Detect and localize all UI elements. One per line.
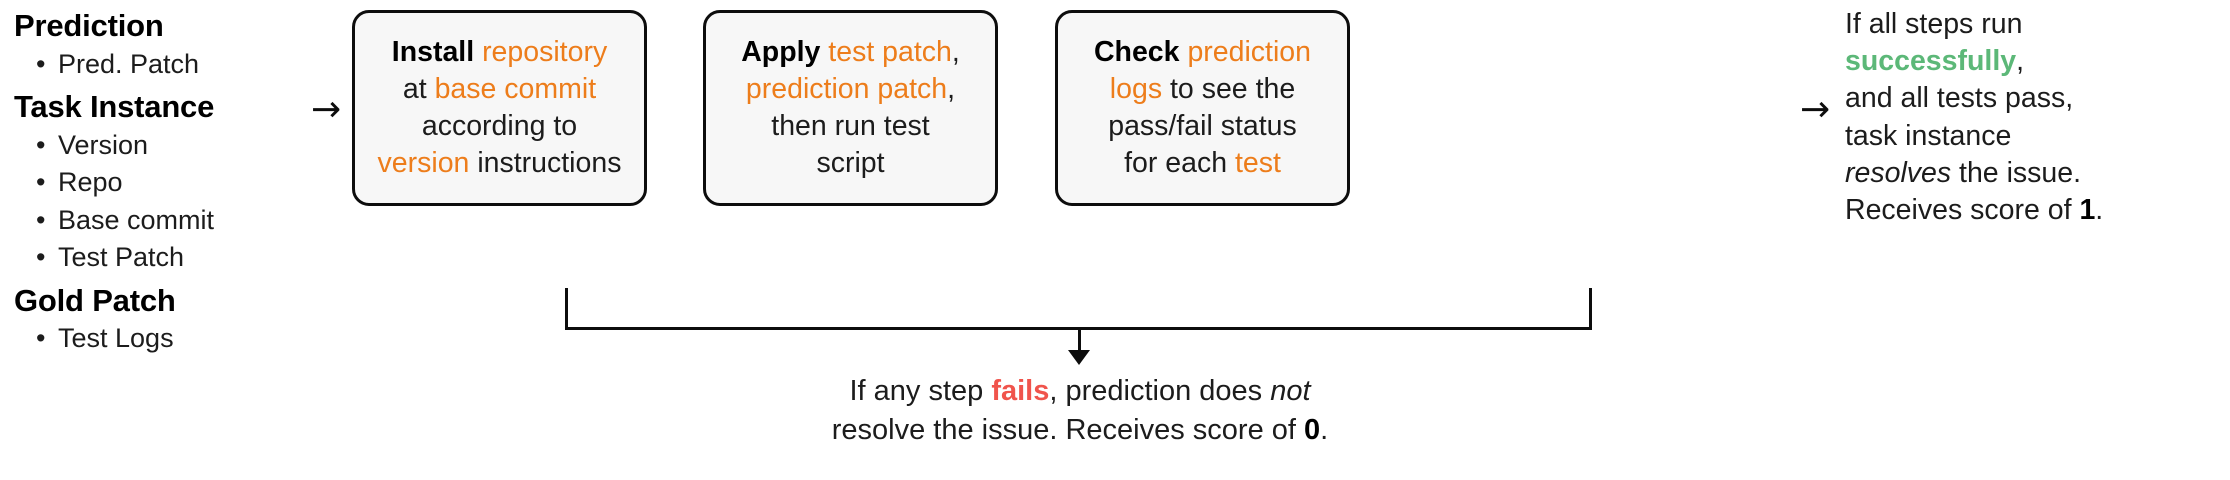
- input-item-label: Version: [58, 129, 149, 160]
- step-line: script: [741, 145, 960, 182]
- text-segment: at: [402, 72, 435, 105]
- step-line: at base commit: [378, 71, 622, 108]
- text-segment: task instance: [1845, 119, 2012, 152]
- step-line: version instructions: [378, 145, 622, 182]
- step-line: for each test: [1094, 145, 1311, 182]
- input-group-title: Prediction: [14, 8, 164, 43]
- arrow-down-icon-failure: [1068, 350, 1090, 365]
- text-segment: instructions: [469, 147, 622, 180]
- text-segment: not: [1270, 375, 1311, 407]
- input-group-item: • Repo: [14, 165, 314, 200]
- text-segment: test patch: [828, 35, 952, 68]
- arrow-right-icon-inputs-to-step-1: →: [311, 89, 342, 130]
- text-segment: .: [1320, 413, 1329, 446]
- text-segment: ,: [951, 35, 960, 68]
- input-item-label: Pred. Patch: [58, 48, 200, 79]
- step-line: according to: [378, 108, 622, 145]
- input-group-item: • Test Logs: [14, 321, 314, 356]
- text-segment: , prediction does: [1049, 375, 1271, 407]
- input-group-item: • Base commit: [14, 203, 314, 238]
- text-segment: ,: [2016, 45, 2025, 78]
- text-segment: fails: [991, 375, 1050, 407]
- text-segment: If all steps run: [1845, 8, 2023, 40]
- text-segment: and all tests pass,: [1845, 82, 2074, 115]
- step-line: Check prediction: [1094, 34, 1311, 71]
- text-segment: logs: [1109, 72, 1163, 105]
- failure-arrow-stem: [1078, 330, 1081, 354]
- input-group-item: • Test Patch: [14, 240, 314, 275]
- text-segment: prediction patch: [745, 72, 948, 105]
- text-segment: for each: [1124, 147, 1235, 180]
- bullet-icon: •: [36, 129, 46, 160]
- success-line: If all steps run: [1845, 6, 2225, 43]
- step-box-apply: Apply test patch,prediction patch,then r…: [703, 10, 998, 206]
- step-line: Install repository: [378, 34, 622, 71]
- input-item-label: Test Logs: [58, 323, 174, 354]
- input-group-item: • Pred. Patch: [14, 47, 314, 82]
- bullet-icon: •: [36, 242, 46, 273]
- bullet-icon: •: [36, 48, 46, 79]
- success-line: Receives score of 1.: [1845, 192, 2225, 229]
- bullet-icon: •: [36, 323, 46, 354]
- text-segment: If any step: [849, 375, 992, 407]
- text-segment: according to: [421, 110, 578, 142]
- success-line: resolves the issue.: [1845, 155, 2225, 192]
- text-segment: version: [377, 147, 470, 180]
- input-group-title: Gold Patch: [14, 282, 176, 318]
- input-group-item: • Version: [14, 128, 314, 163]
- text-segment: to see the: [1162, 72, 1296, 105]
- text-segment: Check: [1093, 35, 1188, 68]
- text-segment: Apply: [741, 35, 829, 68]
- success-line: task instance: [1845, 118, 2225, 155]
- text-segment: resolve the issue. Receives score of: [831, 413, 1305, 446]
- step-line: pass/fail status: [1094, 108, 1311, 145]
- step-line: then run test: [741, 108, 960, 145]
- input-item-label: Repo: [58, 167, 123, 198]
- step-line: prediction patch,: [741, 71, 960, 108]
- success-line: and all tests pass,: [1845, 80, 2225, 117]
- failure-line: If any step fails, prediction does not: [580, 372, 1580, 411]
- step-line: Apply test patch,: [741, 34, 960, 71]
- input-group-title: Task Instance: [14, 89, 215, 125]
- text-segment: 1: [2079, 193, 2096, 226]
- text-segment: prediction: [1187, 35, 1312, 68]
- bullet-icon: •: [36, 204, 46, 235]
- bullet-icon: •: [36, 167, 46, 198]
- success-line: successfully,: [1845, 43, 2225, 80]
- text-segment: ,: [947, 72, 956, 105]
- text-segment: the issue.: [1951, 156, 2082, 189]
- text-segment: Receives score of: [1845, 193, 2080, 226]
- text-segment: .: [2095, 193, 2104, 226]
- text-segment: Install: [391, 35, 483, 68]
- text-segment: then run test: [771, 110, 930, 142]
- input-item-label: Test Patch: [58, 242, 185, 273]
- text-segment: script: [816, 147, 885, 180]
- input-item-label: Base commit: [58, 204, 215, 235]
- arrow-right-icon-outcome: →: [1800, 89, 1831, 130]
- text-segment: test: [1234, 147, 1281, 180]
- text-segment: repository: [482, 35, 608, 68]
- step-text-apply: Apply test patch,prediction patch,then r…: [731, 34, 970, 182]
- step-line: logs to see the: [1094, 71, 1311, 108]
- text-segment: resolves: [1845, 156, 1952, 189]
- text-segment: base commit: [434, 72, 597, 105]
- text-segment: successfully: [1845, 45, 2017, 78]
- text-segment: pass/fail status: [1108, 110, 1297, 142]
- failure-line: resolve the issue. Receives score of 0.: [580, 411, 1580, 450]
- failure-bracket-connector: [565, 288, 1592, 330]
- text-segment: 0: [1304, 413, 1321, 446]
